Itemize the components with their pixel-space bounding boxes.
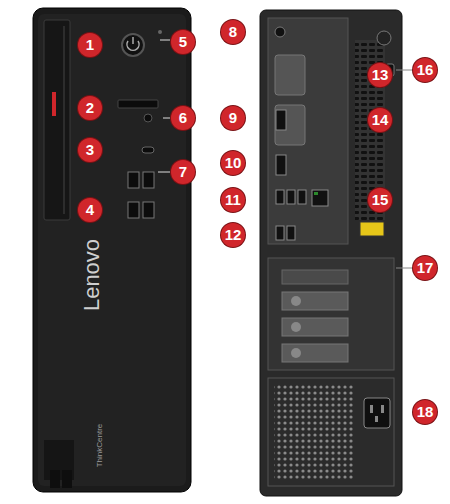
expansion-area xyxy=(268,258,394,370)
callout-number: 14 xyxy=(368,108,392,132)
ethernet-port xyxy=(312,190,328,206)
displayport xyxy=(276,110,286,130)
callout-number: 8 xyxy=(221,20,245,44)
front-bezel xyxy=(38,14,186,486)
callout-number: 11 xyxy=(221,188,245,212)
callout-number: 5 xyxy=(171,30,195,54)
power-button xyxy=(122,34,144,56)
power-socket xyxy=(364,398,390,428)
bay-line xyxy=(64,26,65,214)
callout-number: 6 xyxy=(171,106,195,130)
callout-number: 7 xyxy=(171,160,195,184)
brand-text: ThinkCentre xyxy=(95,423,104,467)
callout-number: 17 xyxy=(413,256,437,280)
front-chassis xyxy=(33,8,191,492)
io-panel xyxy=(268,18,348,244)
rear-chassis xyxy=(260,10,402,496)
callout-number: 4 xyxy=(78,198,102,222)
callout-number: 9 xyxy=(221,106,245,130)
callout-number: 12 xyxy=(221,223,245,247)
callout-number: 10 xyxy=(221,151,245,175)
usb-a-port xyxy=(128,172,139,188)
callout-number: 18 xyxy=(413,400,437,424)
rear-audio xyxy=(275,27,285,37)
brand-text: Lenovo xyxy=(79,239,105,311)
callout-number: 1 xyxy=(78,33,102,57)
callout-number: 2 xyxy=(78,96,102,120)
card-reader xyxy=(118,100,158,108)
audio-jack xyxy=(144,114,152,122)
callout-number: 16 xyxy=(413,58,437,82)
callout-number: 15 xyxy=(368,188,392,212)
optical-bay xyxy=(44,20,70,220)
callout-number: 13 xyxy=(368,63,392,87)
psu xyxy=(268,378,394,486)
usb-c-port xyxy=(142,147,154,153)
red-accent xyxy=(52,92,56,116)
callout-number: 3 xyxy=(78,138,102,162)
